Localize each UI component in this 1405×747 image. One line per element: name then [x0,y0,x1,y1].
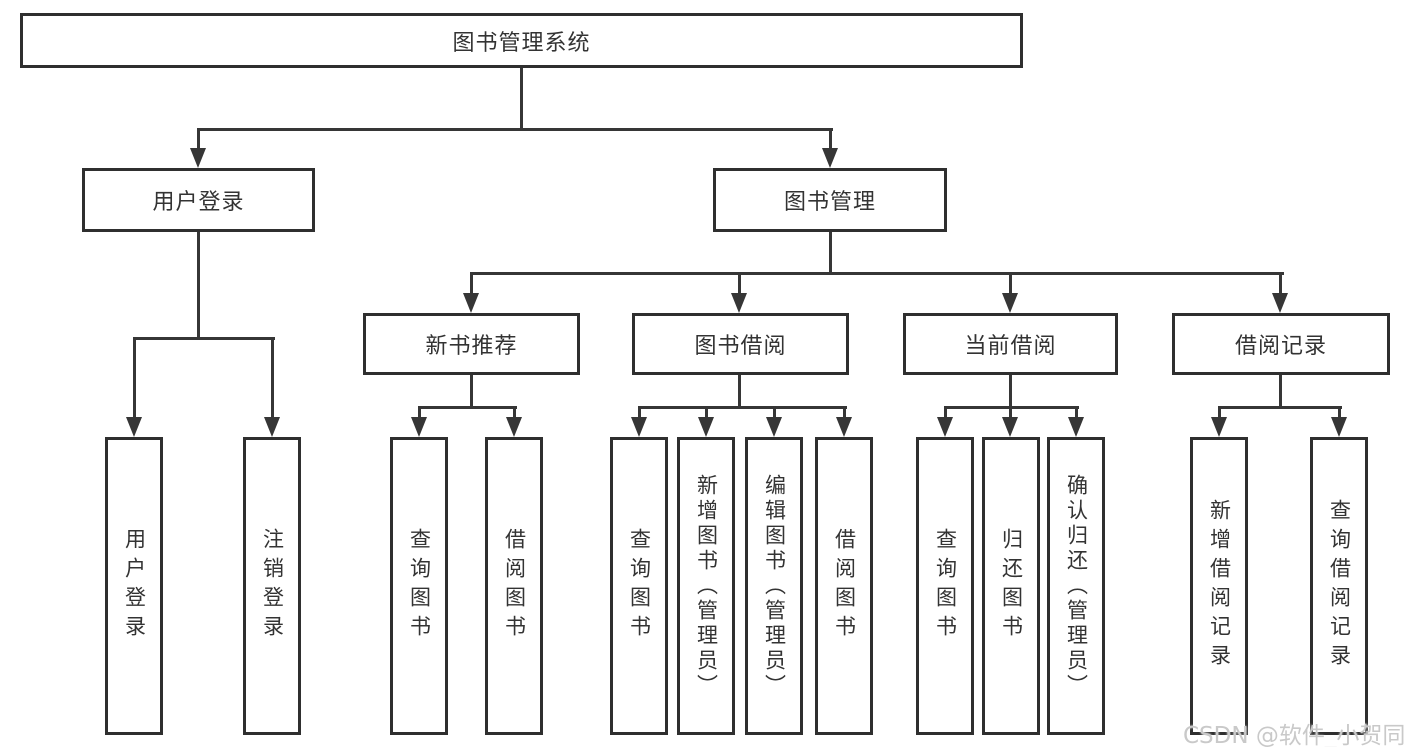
arrow-down-icon [190,148,206,168]
leaf-edit-book-admin-label: 编辑图书（管理员） [762,473,787,699]
node-new-book-recommend: 新书推荐 [363,313,580,375]
leaf-query-book-2-label: 查询图书 [627,528,652,644]
node-user-login: 用户登录 [82,168,315,232]
leaf-confirm-return-admin-label: 确认归还（管理员） [1064,473,1089,699]
leaf-borrow-book-1: 借阅图书 [485,437,543,735]
leaf-add-book-admin: 新增图书（管理员） [677,437,735,735]
leaf-query-book-3: 查询图书 [916,437,974,735]
arrow-down-icon [506,417,522,437]
connector-current-stem [1009,272,1012,297]
arrow-down-icon [1211,417,1227,437]
node-user-login-label: 用户登录 [152,190,245,215]
leaf-user-login-label: 用户登录 [122,528,147,644]
arrow-down-icon [766,417,782,437]
connector-leaf-stem [1338,406,1341,421]
node-book-management-label: 图书管理 [783,190,876,215]
leaf-return-book-label: 归还图书 [999,528,1024,644]
leaf-add-borrow-record: 新增借阅记录 [1190,437,1248,735]
node-book-borrow: 图书借阅 [632,313,849,375]
arrow-down-icon [1002,417,1018,437]
node-current-borrow: 当前借阅 [903,313,1118,375]
connector-leaf-stem [638,406,641,421]
leaf-return-book: 归还图书 [982,437,1040,735]
node-root-label: 图书管理系统 [452,30,591,56]
connector-borrow-stem [738,272,741,297]
leaf-add-borrow-record-label: 新增借阅记录 [1207,499,1232,673]
connector-leaf-stem [1218,406,1221,421]
arrow-down-icon [937,417,953,437]
arrow-down-icon [836,417,852,437]
arrow-down-icon [1068,417,1084,437]
leaf-logout: 注销登录 [243,437,301,735]
connector-newbook-stem [470,272,473,297]
leaf-query-book-3-label: 查询图书 [933,528,958,644]
leaf-borrow-book-2-label: 借阅图书 [832,528,857,644]
connector-borrow-drop [738,375,741,409]
connector-leaf-stem [418,406,421,421]
connector-leaf-stem [944,406,947,421]
connector-leaf-stem [773,406,776,421]
connector-leaf-stem [843,406,846,421]
leaf-user-login: 用户登录 [105,437,163,735]
leaf-confirm-return-admin: 确认归还（管理员） [1047,437,1105,735]
connector-record-stem [1279,272,1282,297]
leaf-add-book-admin-label: 新增图书（管理员） [694,473,719,699]
connector-record-drop [1279,375,1282,409]
leaf-borrow-book-2: 借阅图书 [815,437,873,735]
connector-userlogin-hbar [133,337,275,340]
connector-current-drop [1009,375,1012,409]
leaf-query-book-1-label: 查询图书 [407,528,432,644]
arrow-down-icon [698,417,714,437]
connector-record-hbar [1218,406,1342,409]
arrow-down-icon [264,417,280,437]
node-book-borrow-label: 图书借阅 [694,334,787,359]
arrow-down-icon [731,293,747,313]
leaf-query-book-2: 查询图书 [610,437,668,735]
node-current-borrow-label: 当前借阅 [964,334,1057,359]
leaf-borrow-book-1-label: 借阅图书 [502,528,527,644]
connector-leaf-stem [1075,406,1078,421]
connector-leaf-stem [1009,406,1012,421]
connector-newbook-drop [470,375,473,409]
connector-root-hbar [197,128,833,131]
leaf-edit-book-admin: 编辑图书（管理员） [745,437,803,735]
node-borrow-record-label: 借阅记录 [1234,334,1327,359]
connector-login-leaf-stem [133,337,136,421]
connector-bookmgmt-stem [829,128,832,152]
connector-newbook-hbar [418,406,517,409]
leaf-logout-label: 注销登录 [260,528,285,644]
node-new-book-recommend-label: 新书推荐 [425,334,518,359]
node-borrow-record: 借阅记录 [1172,313,1390,375]
csdn-watermark: CSDN @软件_小贺同学 [1183,723,1405,747]
leaf-query-book-1: 查询图书 [390,437,448,735]
arrow-down-icon [411,417,427,437]
arrow-down-icon [1272,293,1288,313]
connector-logout-leaf-stem [271,337,274,421]
node-root: 图书管理系统 [20,13,1023,68]
arrow-down-icon [822,148,838,168]
arrow-down-icon [1002,293,1018,313]
arrow-down-icon [1331,417,1347,437]
leaf-query-borrow-record: 查询借阅记录 [1310,437,1368,735]
leaf-query-borrow-record-label: 查询借阅记录 [1327,499,1352,673]
node-book-management: 图书管理 [713,168,947,232]
connector-leaf-stem [513,406,516,421]
connector-bookmgmt-hbar [470,272,1284,275]
connector-root-drop [520,68,523,130]
arrow-down-icon [463,293,479,313]
arrow-down-icon [631,417,647,437]
arrow-down-icon [126,417,142,437]
connector-leaf-stem [705,406,708,421]
connector-borrow-hbar [638,406,847,409]
connector-bookmgmt-drop [829,232,832,275]
connector-userlogin-drop [197,232,200,340]
connector-userlogin-stem [197,128,200,152]
